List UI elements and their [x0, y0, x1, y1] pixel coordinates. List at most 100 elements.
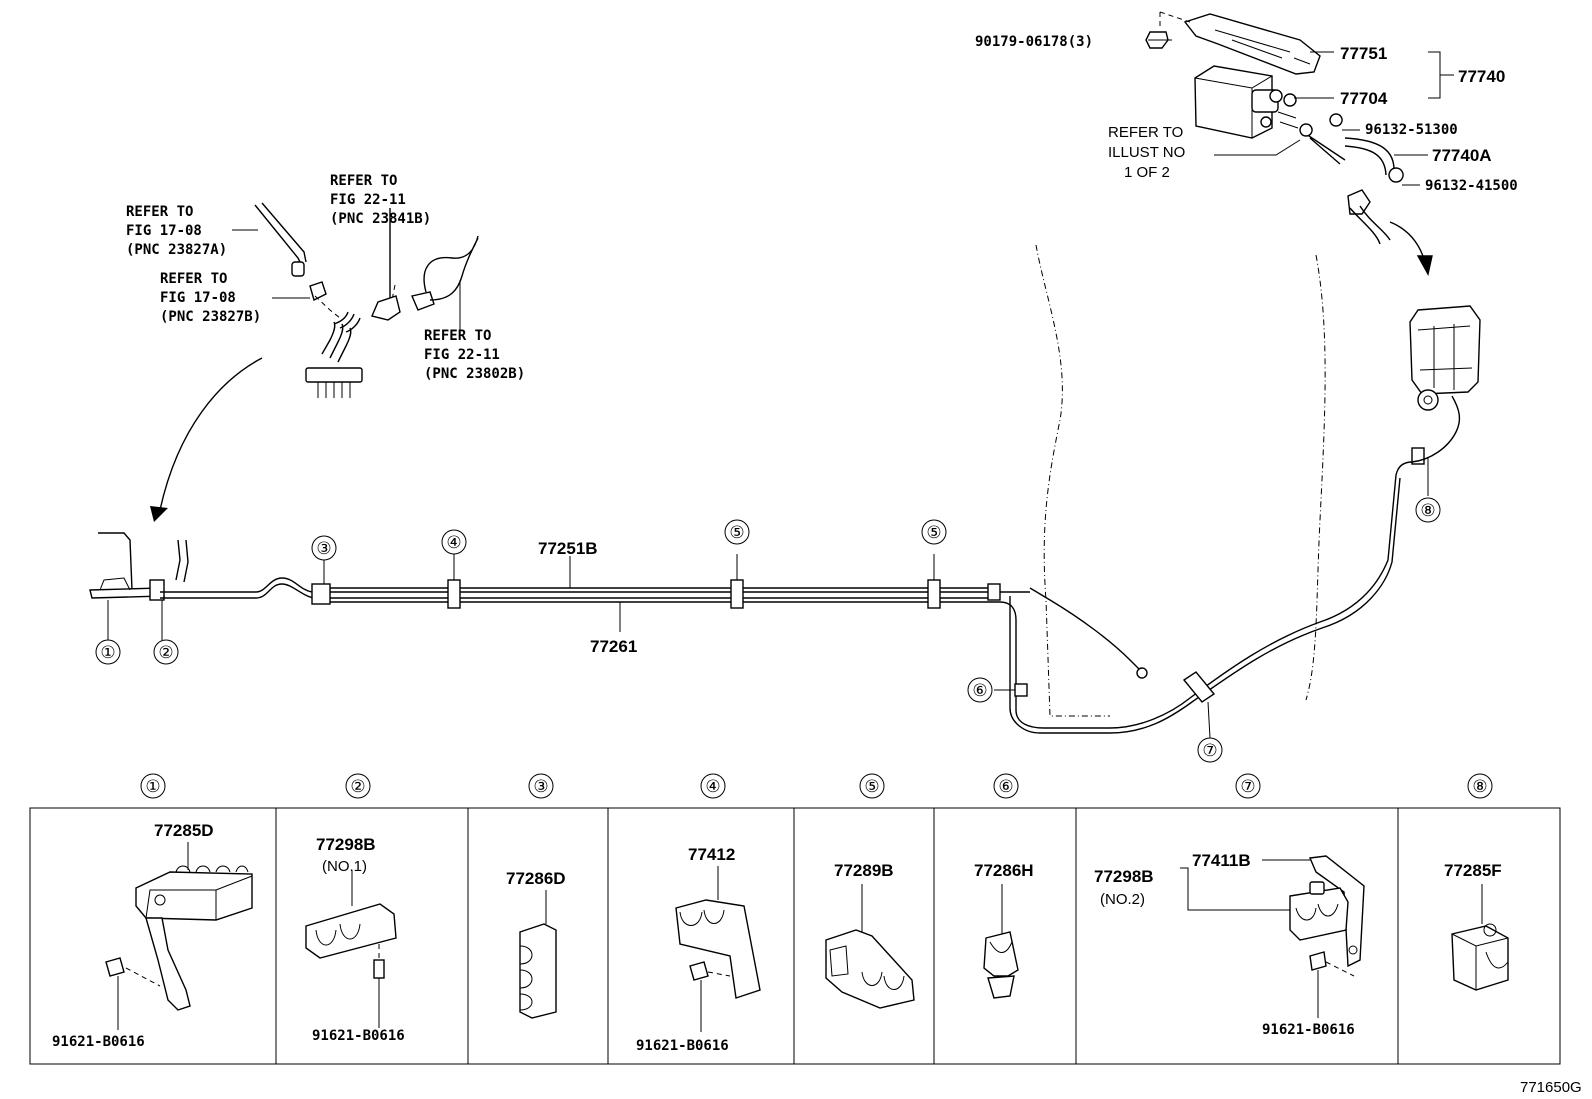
ref2-line2: FIG 17-08	[160, 290, 236, 306]
clamp-4	[447, 579, 461, 609]
main-fuel-lines	[89, 305, 1481, 739]
panel-num-8: ⑧	[1467, 773, 1493, 799]
panel-7-part-note: (NO.2)	[1100, 891, 1145, 908]
main-line-labels: 77251B 77261	[538, 539, 637, 656]
ref4-line2: FIG 22-11	[424, 347, 500, 363]
refer-illust-line2: ILLUST NO	[1108, 144, 1185, 161]
panel-5-clamp	[825, 884, 915, 1009]
fuel-pump-module	[1409, 305, 1481, 411]
panel-5-part: 77289B	[834, 861, 894, 880]
svg-text:⑦: ⑦	[1202, 741, 1217, 760]
ref2-line3: (PNC 23827B)	[160, 309, 261, 325]
callout-8: ⑧	[1415, 497, 1441, 523]
callout-6: ⑥	[967, 677, 993, 703]
clip-icon	[1388, 167, 1404, 183]
panel-7-bracket	[1180, 855, 1365, 1018]
clamp-6	[1014, 683, 1028, 697]
svg-text:④: ④	[705, 777, 720, 796]
clamp-5b	[927, 579, 941, 609]
panel-num-4: ④	[700, 773, 726, 799]
panel-2-bolt: 91621-B0616	[312, 1028, 405, 1044]
panel-7-bracket-part: 77411B	[1192, 851, 1251, 870]
detail-panels: ① ② ③ ④ ⑤ ⑥ ⑦ ⑧ 77285D 91621-B0616	[29, 773, 1561, 1065]
ref1-line2: FIG 17-08	[126, 223, 202, 239]
line-77261-label: 77261	[590, 637, 637, 656]
top-right-labels: 90179-06178(3) 77751 77740 77704 96132-5…	[975, 34, 1518, 194]
callout-5b: ⑤	[921, 519, 947, 545]
ref3-line2: FIG 22-11	[330, 192, 406, 208]
panel-4-bolt: 91621-B0616	[636, 1038, 729, 1054]
clamp-7	[1182, 671, 1216, 703]
panel-num-6: ⑥	[993, 773, 1019, 799]
svg-text:④: ④	[446, 533, 461, 552]
callout-3: ③	[311, 535, 337, 561]
svg-text:⑧: ⑧	[1472, 777, 1487, 796]
callout-4: ④	[441, 529, 467, 555]
svg-text:⑤: ⑤	[864, 777, 879, 796]
svg-text:①: ①	[100, 643, 115, 662]
clamp-5a	[730, 579, 744, 609]
svg-text:⑤: ⑤	[729, 523, 744, 542]
ref3-line3: (PNC 23841B)	[330, 211, 431, 227]
svg-text:⑦: ⑦	[1240, 777, 1255, 796]
bracket-label: 77751	[1340, 44, 1387, 63]
panel-num-2: ②	[345, 773, 371, 799]
panel-2-clamp	[305, 870, 397, 1028]
fuel-line-connector-group	[150, 202, 479, 522]
panel-6-part: 77286H	[974, 861, 1034, 880]
ref1-line1: REFER TO	[126, 204, 193, 220]
hose-77740A	[1344, 137, 1395, 176]
callout-5a: ⑤	[724, 519, 750, 545]
panel-1-clamp	[105, 842, 253, 1030]
panel-3-clip	[519, 890, 557, 1019]
svg-text:③: ③	[316, 539, 331, 558]
panel-3-part: 77286D	[506, 869, 566, 888]
svg-text:⑥: ⑥	[972, 681, 987, 700]
canister-label: 77704	[1340, 89, 1388, 108]
refer-illust-line3: 1 OF 2	[1124, 164, 1170, 181]
panel-7-bolt: 91621-B0616	[1262, 1022, 1355, 1038]
figure-id: 771650G	[1520, 1079, 1582, 1096]
canister-assembly	[1145, 11, 1454, 276]
svg-text:③: ③	[533, 777, 548, 796]
hose-label: 77740A	[1432, 146, 1492, 165]
body-outline	[1035, 244, 1326, 717]
ref4-line1: REFER TO	[424, 328, 491, 344]
panel-1-bolt: 91621-B0616	[52, 1034, 145, 1050]
panel-num-7: ⑦	[1235, 773, 1261, 799]
line-77251B-label: 77251B	[538, 539, 598, 558]
panel-num-3: ③	[528, 773, 554, 799]
svg-text:②: ②	[158, 643, 173, 662]
bolt-label: 90179-06178(3)	[975, 34, 1093, 50]
ref1-line3: (PNC 23827A)	[126, 242, 227, 258]
panel-num-5: ⑤	[859, 773, 885, 799]
bracket-77751	[1183, 13, 1321, 75]
panel-4-part: 77412	[688, 845, 735, 864]
svg-text:⑥: ⑥	[998, 777, 1013, 796]
ref2-line1: REFER TO	[160, 271, 227, 287]
panel-2-part-note: (NO.1)	[322, 858, 367, 875]
ref4-line3: (PNC 23802B)	[424, 366, 525, 382]
clip-a-label: 96132-51300	[1365, 122, 1458, 138]
svg-text:②: ②	[350, 777, 365, 796]
panel-7-part: 77298B	[1094, 867, 1154, 886]
svg-text:⑤: ⑤	[926, 523, 941, 542]
panel-4-clamp	[675, 866, 761, 1032]
panel-8-part: 77285F	[1444, 861, 1502, 880]
callout-1: ①	[95, 639, 121, 665]
panel-2-part: 77298B	[316, 835, 376, 854]
clip-icon	[1329, 113, 1343, 127]
clip-b-label: 96132-41500	[1425, 178, 1518, 194]
clip-icon	[1299, 123, 1313, 137]
panel-1-part: 77285D	[154, 821, 214, 840]
svg-text:①: ①	[145, 777, 160, 796]
panel-8-clamp	[1451, 884, 1509, 991]
assembly-label: 77740	[1458, 67, 1505, 86]
refer-illust-line1: REFER TO	[1108, 124, 1183, 141]
callouts: ① ② ③ ④ ⑤ ⑤ ⑥ ⑦ ⑧	[95, 497, 1441, 763]
clamp-3	[311, 583, 331, 605]
panel-6-clip	[983, 884, 1019, 999]
callout-2: ②	[153, 639, 179, 665]
canister-77704	[1194, 65, 1299, 139]
